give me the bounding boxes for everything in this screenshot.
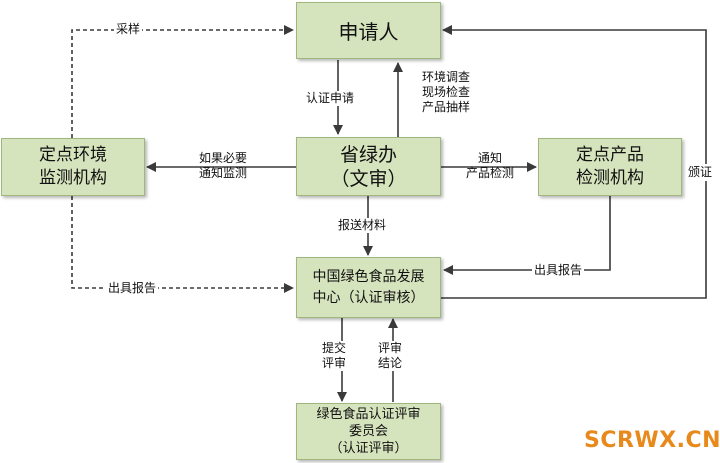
edge-label-issue-cert: 颁证 (686, 164, 714, 181)
edge-report-env (71, 196, 294, 293)
node-center-line2: 中心（认证审核） (312, 289, 425, 306)
node-committee-line1: 绿色食品认证评审 (316, 407, 421, 422)
node-province-office-line2: （文审） (330, 167, 407, 190)
edge-label-review-result-line1: 评审 (378, 341, 403, 356)
node-committee-line3: （认证评审） (329, 441, 408, 456)
edge-label-review-result: 评审 结论 (378, 341, 403, 371)
edge-label-submit-review-line2: 评审 (322, 356, 347, 371)
node-committee: 绿色食品认证评审 委员会 （认证评审） (296, 403, 441, 460)
edge-label-notify-test-line2: 产品检测 (465, 166, 514, 180)
edge-sampling (71, 25, 294, 138)
node-env-monitor-line2: 监测机构 (39, 168, 107, 188)
node-applicant: 申请人 (296, 2, 441, 59)
edge-label-submit-review: 提交 评审 (322, 341, 347, 371)
node-env-monitor: 定点环境 监测机构 (1, 138, 145, 196)
edge-label-inspection-line3: 产品抽样 (422, 100, 471, 114)
node-product-test-line1: 定点产品 (576, 145, 644, 165)
node-env-monitor-line1: 定点环境 (39, 145, 107, 165)
node-committee-line2: 委员会 (348, 424, 388, 439)
node-province-office-line1: 省绿办 (339, 143, 397, 166)
edge-label-inspection-line1: 环境调查 (422, 70, 471, 84)
edge-report-product (443, 196, 611, 275)
edge-label-notify-test: 通知 产品检测 (458, 151, 522, 181)
edge-label-apply: 认证申请 (306, 91, 355, 106)
node-center-line1: 中国绿色食品发展 (312, 268, 425, 285)
edge-label-submit-review-line1: 提交 (322, 341, 347, 356)
node-province-office: 省绿办 （文审） (296, 137, 441, 196)
edge-label-notify-monitor-line2: 通知监测 (198, 166, 247, 180)
edge-label-notify-monitor-line1: 如果必要 (198, 151, 247, 165)
edge-label-sampling: 采样 (114, 22, 143, 37)
edge-label-notify-monitor: 如果必要 通知监测 (190, 151, 256, 181)
node-center: 中国绿色食品发展 中心（认证审核） (296, 257, 441, 318)
edge-label-report-product: 出具报告 (532, 263, 585, 278)
watermark: SCRWX.CN (584, 428, 720, 453)
edge-label-review-result-line2: 结论 (378, 356, 403, 371)
edge-label-inspection-line2: 现场检查 (422, 85, 471, 99)
node-product-test: 定点产品 检测机构 (538, 138, 682, 196)
edge-label-inspection: 环境调查 现场检查 产品抽样 (422, 70, 470, 115)
edge-label-submit-materials: 报送材料 (336, 218, 389, 233)
node-applicant-label: 申请人 (338, 20, 399, 44)
edge-label-notify-test-line1: 通知 (477, 151, 502, 165)
node-product-test-line2: 检测机构 (576, 168, 644, 188)
edge-label-report-env: 出具报告 (106, 281, 159, 296)
